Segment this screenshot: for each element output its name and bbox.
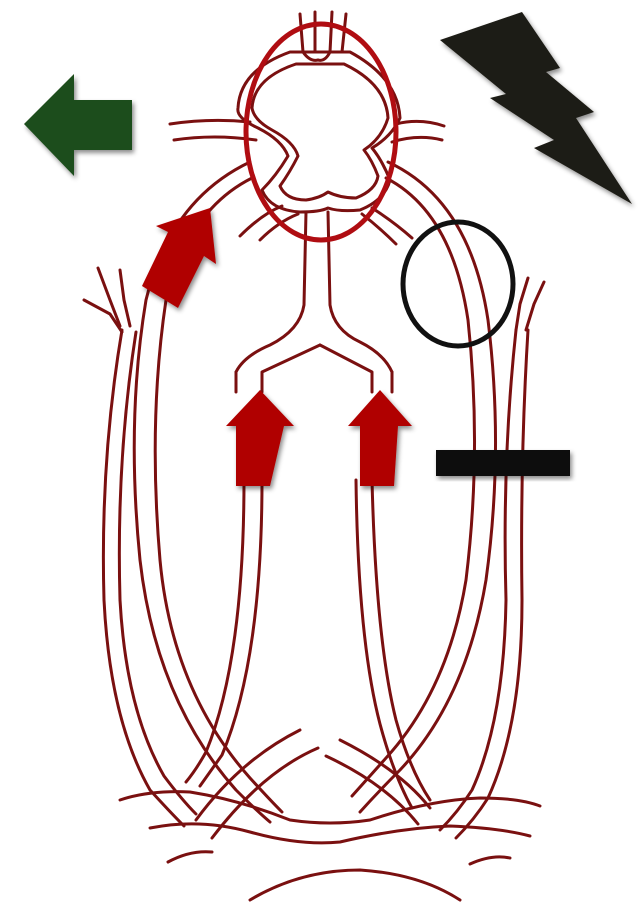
red-arrow-icon: [348, 390, 412, 486]
red-arrow-icon: [142, 208, 216, 308]
aortic-arch: [120, 792, 540, 900]
callout-circle: [403, 222, 513, 346]
highlight-ring: [246, 24, 396, 240]
red-arrow-icon: [226, 390, 294, 486]
lightning-bolt-icon: [440, 12, 632, 204]
minus-bar-icon: [436, 450, 570, 476]
green-left-arrow-icon: [24, 74, 132, 176]
arterial-ring: [238, 52, 400, 212]
